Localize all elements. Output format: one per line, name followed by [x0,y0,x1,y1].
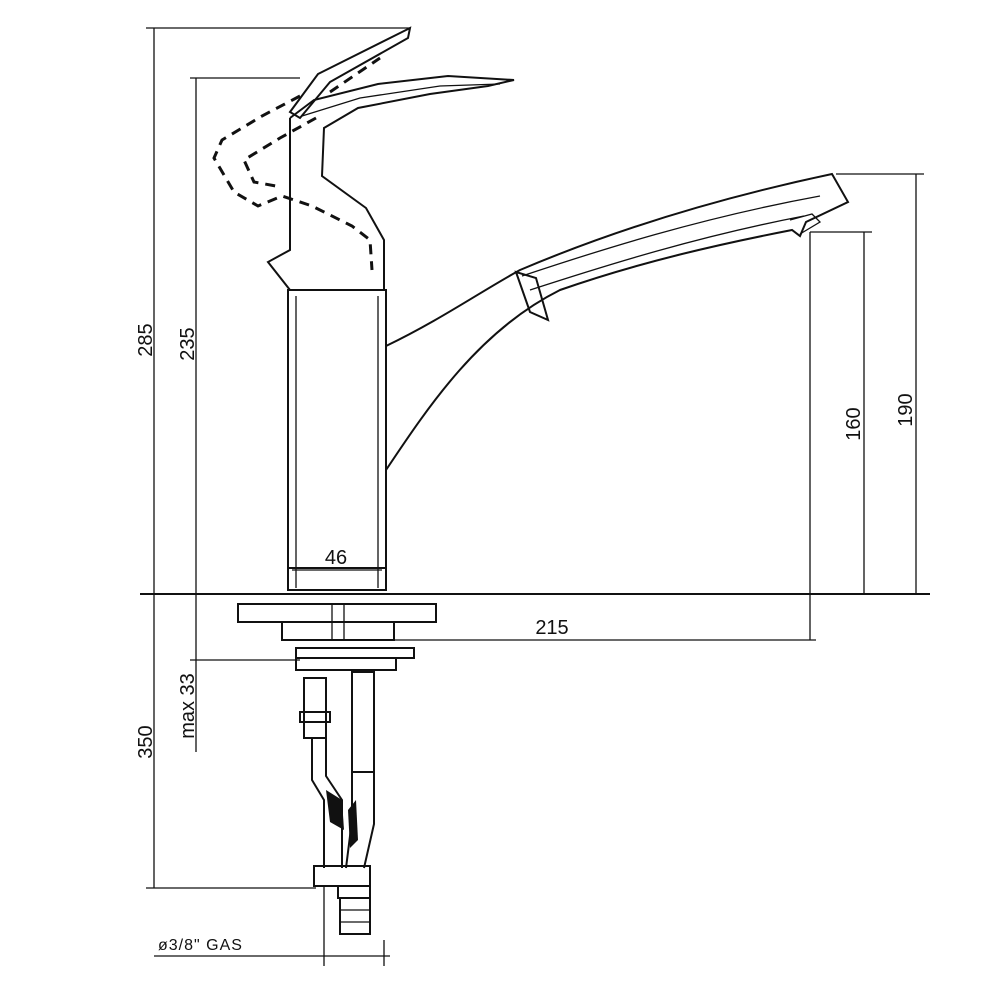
mounting-base [140,593,930,671]
dim-spout-reach: 215 [535,617,568,639]
connection-label: ø3/8" GAS [158,937,243,954]
faucet-body [287,289,387,591]
dim-total-spout-height: 190 [895,393,917,426]
supply-hoses [299,671,375,935]
dim-spout-height: 160 [843,407,865,440]
dimension-lines [146,27,924,966]
dim-overall-height: 285 [135,323,157,356]
dim-body-width: 46 [325,547,347,569]
handle [266,74,515,291]
dim-body-height: 235 [177,327,199,360]
dim-max-thickness: max 33 [177,673,199,739]
handle-alt-position [212,26,412,271]
dim-hose-length: 350 [135,725,157,758]
spout [385,172,850,471]
